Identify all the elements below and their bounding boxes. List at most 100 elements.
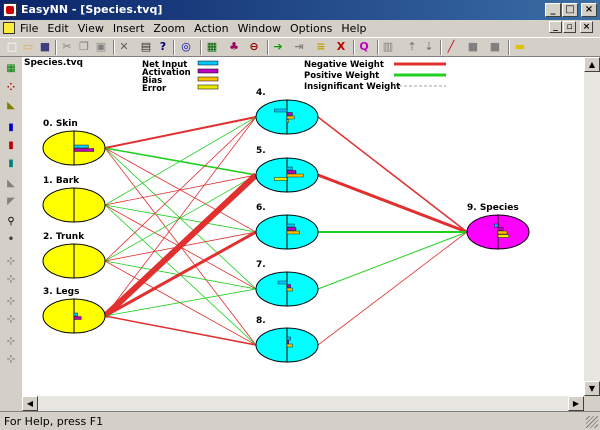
document-icon[interactable] — [3, 22, 15, 34]
grid-view-button[interactable]: ▦ — [3, 60, 19, 76]
mdi-close-button[interactable]: × — [580, 21, 593, 33]
tree-2-button[interactable]: ⊹ — [3, 271, 19, 287]
forget-button[interactable]: ⊖ — [246, 39, 262, 55]
input-node[interactable]: 3. Legs — [42, 287, 106, 334]
menu-file[interactable]: File — [20, 22, 39, 35]
graph-view-button[interactable]: ⁘ — [3, 79, 19, 95]
menu-window[interactable]: Window — [237, 22, 281, 35]
menu-options[interactable]: Options — [289, 22, 333, 35]
copy-button[interactable]: ❐ — [76, 39, 92, 55]
input-node[interactable]: 1. Bark — [42, 176, 106, 223]
help-button[interactable]: ? — [155, 39, 171, 55]
sensitivity-view-button[interactable]: ▮ — [3, 155, 19, 171]
tree-6-button[interactable]: ⊹ — [3, 351, 19, 367]
tree-5-button[interactable]: ⊹ — [3, 333, 19, 349]
legend-line-label: Positive Weight — [304, 71, 379, 81]
xv-button[interactable]: X — [333, 39, 349, 55]
node-bar — [286, 287, 293, 292]
scroll-right-arrow-icon[interactable]: ▶ — [568, 396, 584, 411]
vertical-scrollbar[interactable]: ▲ ▼ — [584, 57, 600, 396]
learning-view-button[interactable]: ◣ — [3, 97, 19, 113]
bars-view-button[interactable]: ▮ — [3, 119, 19, 135]
scroll-up-arrow-icon[interactable]: ▲ — [584, 57, 600, 72]
horizontal-scrollbar[interactable]: ◀ ▶ — [22, 396, 584, 411]
node-bars — [73, 312, 82, 320]
scroll-left-arrow-icon[interactable]: ◀ — [22, 396, 38, 411]
delete-button[interactable]: ✕ — [116, 39, 132, 55]
save-button[interactable]: ■ — [37, 39, 53, 55]
importance-view-button[interactable]: ▮ — [3, 137, 19, 153]
minimize-button[interactable]: _ — [545, 3, 561, 17]
sort-down-button[interactable]: ⇣ — [421, 39, 437, 55]
restore-button[interactable]: □ — [562, 3, 578, 17]
pen-button[interactable]: ╱ — [443, 39, 459, 55]
disk2-button[interactable]: ■ — [487, 39, 503, 55]
tree-4-button[interactable]: ⊹ — [3, 311, 19, 327]
close-button[interactable]: × — [581, 3, 597, 17]
node-bars — [277, 280, 293, 292]
step-button[interactable]: ⇥ — [291, 39, 307, 55]
legend-bar-label: Error — [142, 84, 167, 94]
legend-bar-label: Bias — [142, 76, 162, 86]
tree-3-button[interactable]: ⊹ — [3, 293, 19, 309]
columns-icon: ▥ — [382, 40, 394, 53]
hidden-node[interactable]: 4. — [255, 88, 319, 135]
mdi-minimize-button[interactable]: _ — [549, 21, 562, 33]
menu-insert[interactable]: Insert — [112, 22, 145, 35]
paste-icon: ▣ — [95, 40, 107, 53]
app-icon[interactable] — [3, 3, 17, 17]
hidden-node[interactable]: 7. — [255, 260, 319, 307]
bars-view-icon: ▮ — [8, 121, 14, 133]
menu-help[interactable]: Help — [341, 22, 367, 35]
disk-button[interactable]: ■ — [465, 39, 481, 55]
node-bar — [286, 340, 289, 344]
note-button[interactable]: ▬ — [512, 39, 528, 55]
cut-button[interactable]: ✂ — [59, 39, 75, 55]
node-bar — [73, 144, 89, 149]
output-node[interactable]: 9. Species — [466, 203, 530, 250]
nodes-button[interactable]: ♣ — [226, 39, 242, 55]
grid-icon: ▦ — [206, 40, 218, 53]
mdi-restore-button[interactable]: ▫ — [563, 21, 576, 33]
network-button[interactable]: ◎ — [178, 39, 194, 55]
small-zoom-icon: • — [7, 233, 15, 245]
menu-action[interactable]: Action — [194, 22, 229, 35]
hidden-node[interactable]: 5. — [255, 146, 319, 193]
menu-edit[interactable]: Edit — [47, 22, 69, 35]
nodes-icon: ♣ — [229, 40, 239, 53]
print-button[interactable]: ▤ — [138, 39, 154, 55]
resize-grip-icon[interactable] — [586, 416, 598, 428]
menu-view[interactable]: View — [77, 22, 104, 35]
columns-button[interactable]: ▥ — [380, 39, 396, 55]
legend-bar-swatch — [197, 68, 219, 74]
input-node[interactable]: 2. Trunk — [42, 232, 106, 279]
learn-button[interactable]: ➔ — [270, 39, 286, 55]
query-button[interactable]: Q — [356, 39, 372, 55]
menu-zoom[interactable]: Zoom — [153, 22, 186, 35]
hidden-node[interactable]: 8. — [255, 316, 319, 363]
node-bar — [286, 112, 293, 116]
node-label: 1. Bark — [43, 176, 80, 186]
tree-1-button[interactable]: ⊹ — [3, 253, 19, 269]
open-button[interactable]: ▭ — [20, 39, 36, 55]
zoom-button[interactable]: ⚲ — [3, 213, 19, 229]
small-zoom-button[interactable]: • — [3, 231, 19, 247]
sort-button[interactable]: ≡ — [313, 39, 329, 55]
triangle-button[interactable]: ◣ — [3, 175, 19, 191]
node-bars — [286, 336, 293, 348]
sort-up-button[interactable]: ⇡ — [404, 39, 420, 55]
paste-button[interactable]: ▣ — [93, 39, 109, 55]
weight-line — [317, 231, 468, 346]
network-canvas[interactable]: 0. Skin 1. Bark 2. Trunk 3. Legs 4. 5. 6. 7. 8. 9… — [22, 57, 584, 396]
triangle2-button[interactable]: ◤ — [3, 193, 19, 209]
learning-view-icon: ◣ — [7, 99, 15, 111]
hidden-node[interactable]: 6. — [255, 203, 319, 250]
new-button[interactable]: □ — [4, 39, 20, 55]
delete-icon: ✕ — [119, 40, 129, 53]
triangle-icon: ◣ — [7, 177, 15, 189]
input-node[interactable]: 0. Skin — [42, 119, 106, 166]
scroll-down-arrow-icon[interactable]: ▼ — [584, 381, 600, 396]
status-bar: For Help, press F1 — [0, 411, 600, 430]
node-bar — [286, 230, 300, 235]
grid-button[interactable]: ▦ — [204, 39, 220, 55]
